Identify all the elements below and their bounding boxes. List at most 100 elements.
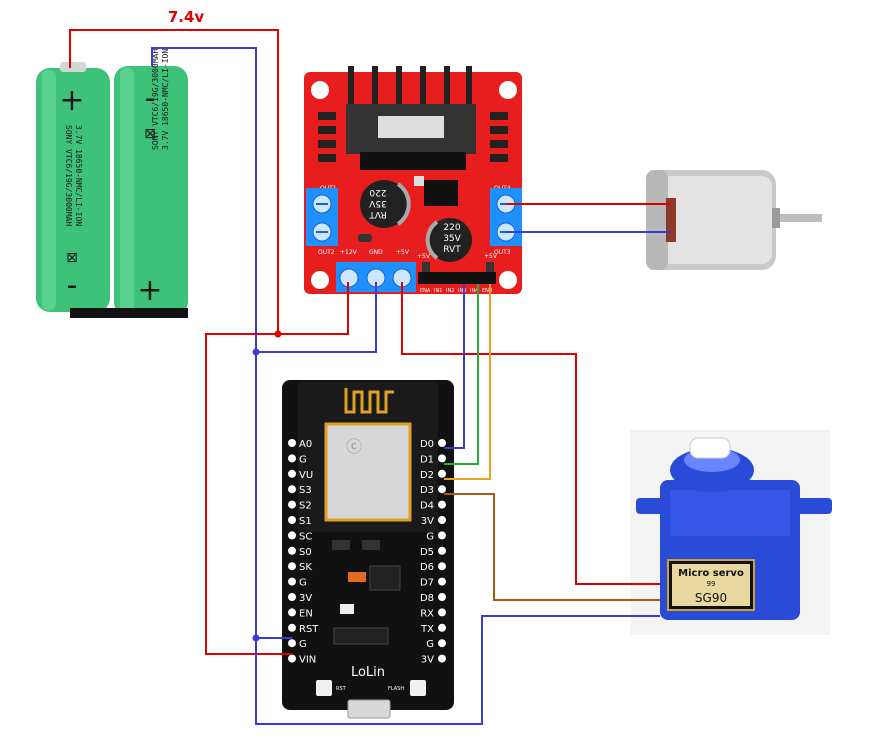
servo-motor: Micro servo 99 SG90: [630, 430, 832, 635]
left-pin-label: VIN: [299, 655, 316, 666]
battery-right-recycle-icon: ⊠: [144, 126, 156, 142]
svg-text:RVT: RVT: [369, 209, 387, 219]
flash-button[interactable]: [410, 680, 426, 696]
left-pin-label: VU: [299, 470, 313, 481]
left-pin-hole: [288, 500, 296, 509]
left-pin-label: S3: [299, 485, 312, 496]
wire-d4-servo: [444, 493, 660, 601]
left-pin-hole: [288, 639, 296, 648]
supply-voltage-label: 7.4v: [168, 8, 205, 26]
right-pin-label: 3V: [421, 655, 434, 666]
wire-5v-servo: [401, 282, 660, 585]
right-pin-hole: [438, 654, 446, 663]
right-pin-label: D4: [420, 501, 434, 512]
right-pin-hole: [438, 562, 446, 571]
left-pin-hole: [288, 516, 296, 524]
right-pin-hole: [438, 469, 446, 478]
svg-text:35V: 35V: [443, 234, 461, 244]
left-pin-label: G: [299, 578, 307, 589]
right-pin-hole: [438, 546, 446, 555]
right-pin-label: D0: [420, 439, 434, 450]
flash-label: FLASH: [388, 686, 404, 692]
left-pin-hole: [288, 608, 296, 617]
left-pin-label: RST: [299, 624, 319, 635]
right-pin-hole: [438, 639, 446, 648]
battery-left-plus: +: [59, 83, 84, 118]
driver-chip: [360, 152, 466, 170]
nodemcu-board: ⓒ RST FLASH LoLin A0GVUS3S2S1SCS0SKG3VEN…: [282, 380, 454, 719]
right-pin-hole: [438, 593, 446, 601]
right-pin-label: G: [426, 639, 434, 650]
wire-battery-positive: [69, 29, 349, 335]
battery-right-text-2: 3.7V 18650-NMC/LI-ION: [161, 49, 170, 150]
right-pin-hole: [438, 485, 446, 494]
pin-ena: ENA: [420, 288, 431, 294]
wire-d1: [444, 284, 465, 449]
servo-label-line2: 99: [707, 580, 716, 588]
right-pin-label: RX: [420, 608, 434, 619]
right-pin-label: D1: [420, 454, 434, 465]
pin-in1: IN1: [434, 288, 442, 294]
right-pin-hole: [438, 500, 446, 509]
left-pin-label: 3V: [299, 593, 312, 604]
label-5v-ena: +5V: [417, 253, 431, 260]
junction-dots: [252, 330, 282, 642]
left-pin-hole: [288, 531, 296, 540]
motor-driver-board: OUT1 OUT2 OUT4 OUT3 220 35V RVT 220 35V …: [304, 66, 522, 294]
wire-vin: [205, 333, 292, 655]
rst-label: RST: [336, 686, 347, 692]
wire-gnd-servo: [255, 615, 660, 725]
left-pin-label: A0: [299, 439, 312, 450]
left-pin-hole: [288, 562, 296, 571]
label-out3: OUT3: [494, 249, 511, 256]
battery-left-minus: -: [67, 268, 78, 303]
right-pin-label: D5: [420, 547, 434, 558]
battery-right: - + SONY VTC6/19G/3000MAH 3.7V 18650-NMC…: [114, 49, 188, 316]
left-pin-hole: [288, 469, 296, 478]
right-pin-label: D8: [420, 593, 434, 604]
left-pin-hole: [288, 485, 296, 494]
label-5v: +5V: [396, 249, 410, 256]
svg-text:220: 220: [443, 223, 460, 233]
rst-button[interactable]: [316, 680, 332, 696]
dc-motor: [646, 170, 822, 270]
left-pin-label: SC: [299, 531, 312, 542]
svg-text:35V: 35V: [368, 198, 386, 208]
left-pin-label: G: [299, 454, 307, 465]
right-pin-hole: [438, 439, 446, 447]
logic-pin-header: [418, 262, 496, 284]
label-5v-enb: +5V: [484, 253, 498, 260]
terminal-out1-out2: [306, 188, 338, 246]
right-pin-label: G: [426, 531, 434, 542]
left-pin-hole: [288, 654, 296, 663]
pin-in3: IN3: [458, 288, 466, 294]
battery-left-text-1: SONY VTC6/19G/3000MAH: [64, 125, 73, 226]
left-pin-label: S2: [299, 501, 312, 512]
pin-in4: IN4: [470, 288, 478, 294]
terminal-out3-out4: [490, 188, 522, 246]
brand-label: LoLin: [351, 665, 385, 680]
right-pin-hole: [438, 454, 446, 463]
right-pin-label: 3V: [421, 516, 434, 527]
usb-port[interactable]: [347, 699, 391, 719]
left-pin-label: S0: [299, 547, 312, 558]
left-pin-hole: [288, 439, 296, 447]
left-pin-hole: [288, 546, 296, 555]
capacitor-right: 220 35V RVT: [425, 218, 472, 262]
left-pin-hole: [288, 577, 296, 586]
label-out2: OUT2: [318, 249, 335, 256]
esp-module: [324, 422, 412, 522]
left-pin-label: S1: [299, 516, 312, 527]
terminal-power: [336, 262, 416, 292]
label-gnd: GND: [369, 249, 383, 256]
wire-d3: [444, 284, 491, 480]
pin-in2: IN2: [446, 288, 454, 294]
right-pin-label: D7: [420, 578, 434, 589]
svg-text:RVT: RVT: [443, 245, 461, 255]
left-pin-hole: [288, 593, 296, 601]
capacitor-left: 220 35V RVT: [360, 180, 411, 228]
left-pin-label: EN: [299, 608, 313, 619]
battery-left-text-2: 3.7V 18650-NMC/LI-ION: [74, 125, 83, 226]
right-pin-hole: [438, 623, 446, 632]
